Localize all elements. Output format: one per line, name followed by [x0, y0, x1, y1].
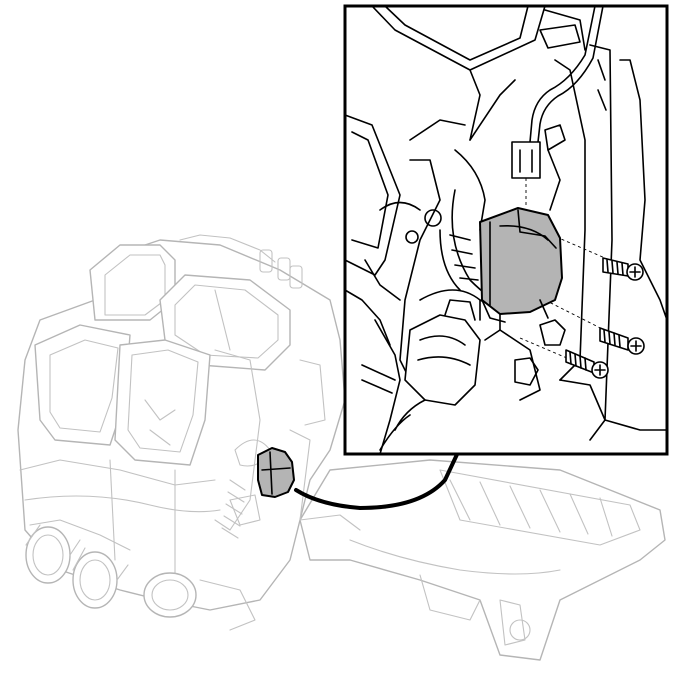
screw-3	[565, 349, 609, 379]
bottom-outlets	[25, 519, 197, 618]
screw-1	[602, 257, 644, 281]
wiring-connector	[511, 141, 541, 179]
actuator-on-housing	[257, 447, 295, 498]
detail-inset	[343, 4, 669, 456]
blower-housing	[299, 459, 666, 661]
leader-line	[294, 446, 462, 511]
inset-frame	[343, 4, 669, 456]
upper-duct-left	[89, 244, 176, 321]
screw-2	[599, 327, 645, 355]
hvac-housing	[17, 234, 666, 661]
actuator-detail	[479, 207, 563, 323]
inset-drawing	[344, 5, 668, 455]
